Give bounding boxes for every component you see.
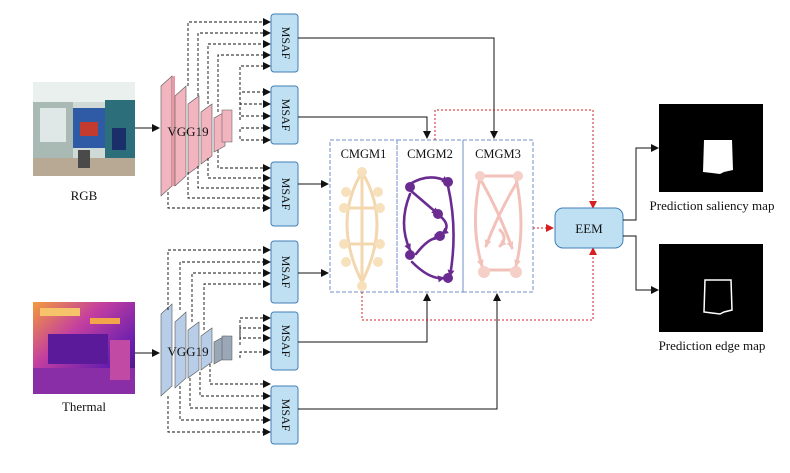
- cmgm3-label: CMGM3: [475, 147, 521, 161]
- saliency-label: Prediction saliency map: [650, 198, 775, 213]
- msaf-block-6: MSAF: [270, 385, 299, 445]
- cmgm2-label: CMGM2: [407, 147, 453, 161]
- msaf-block-3: MSAF: [270, 161, 299, 227]
- thermal-encoder-label: VGG19: [167, 344, 208, 359]
- rgb-vgg19-encoder: [160, 75, 233, 197]
- msaf-label: MSAF: [279, 325, 293, 358]
- rgb-label: RGB: [71, 188, 98, 203]
- cmgm1-panel: CMGM1: [329, 139, 398, 293]
- msaf-block-1: MSAF: [270, 13, 299, 73]
- msaf-label: MSAF: [279, 27, 293, 60]
- msaf-block-4: MSAF: [270, 240, 299, 304]
- rgb-input-image: [33, 82, 135, 176]
- msaf-block-2: MSAF: [270, 85, 299, 145]
- rgb-encoder-label: VGG19: [167, 124, 208, 139]
- thermal-vgg19-encoder: [160, 303, 233, 397]
- thermal-label: Thermal: [62, 399, 106, 414]
- prediction-saliency-map: [659, 104, 763, 192]
- msaf-label: MSAF: [279, 256, 293, 289]
- eem-label: EEM: [575, 221, 603, 236]
- cmgm1-label: CMGM1: [341, 147, 387, 161]
- edge-label: Prediction edge map: [659, 338, 766, 353]
- eem-block: EEM: [554, 207, 624, 249]
- msaf-block-5: MSAF: [270, 311, 299, 371]
- cmgm2-panel: CMGM2: [396, 139, 464, 293]
- cmgm3-panel: CMGM3: [462, 139, 534, 293]
- msaf-label: MSAF: [279, 178, 293, 211]
- prediction-edge-map: [659, 244, 763, 332]
- msaf-label: MSAF: [279, 399, 293, 432]
- thermal-input-image: [33, 302, 135, 394]
- msaf-label: MSAF: [279, 99, 293, 132]
